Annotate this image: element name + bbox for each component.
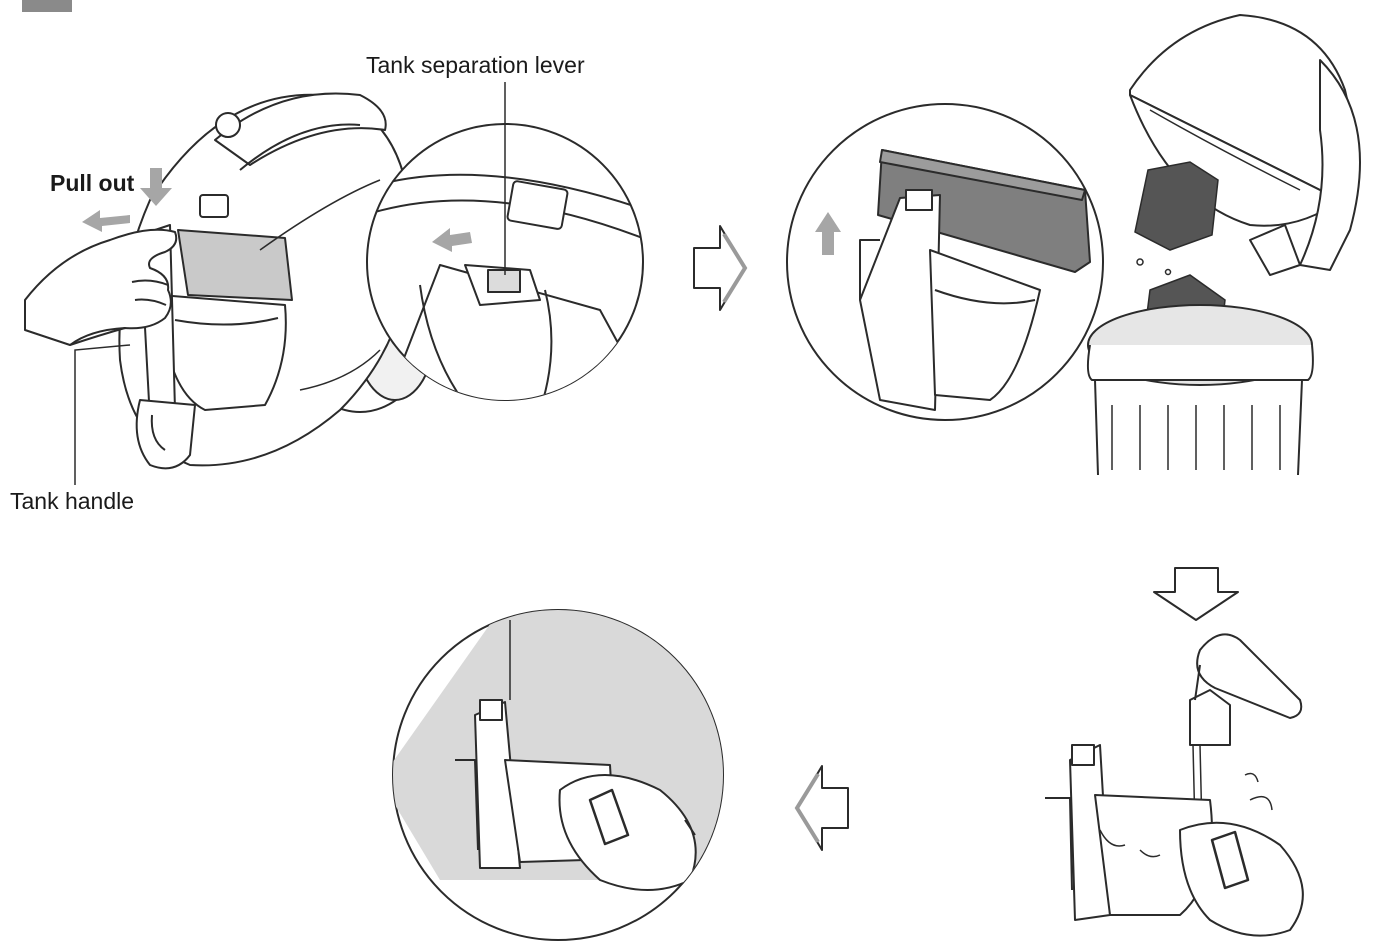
arrow-right-icon (693, 225, 748, 311)
arrow-down-icon (1153, 567, 1239, 621)
step-badge (22, 0, 72, 12)
faucet-illustration (1189, 633, 1303, 746)
tank-handle-leader (74, 344, 131, 485)
label-pull-out: Pull out (50, 170, 135, 196)
magnified-view-tank-lift (786, 103, 1104, 421)
magnified-view-drying (392, 609, 724, 941)
lift-up-arrow (815, 212, 841, 255)
hand-illustration (24, 228, 178, 346)
emptying-tank-illustration (1129, 14, 1361, 276)
arrow-left-icon (794, 765, 849, 851)
pull-out-arrows (82, 168, 172, 232)
label-tank-handle: Tank handle (10, 488, 135, 514)
washing-tank-illustration (1045, 744, 1304, 937)
lever-push-arrow (432, 228, 472, 252)
trash-bin-illustration (1086, 304, 1314, 476)
label-tank-separation-lever: Tank separation lever (366, 52, 585, 78)
